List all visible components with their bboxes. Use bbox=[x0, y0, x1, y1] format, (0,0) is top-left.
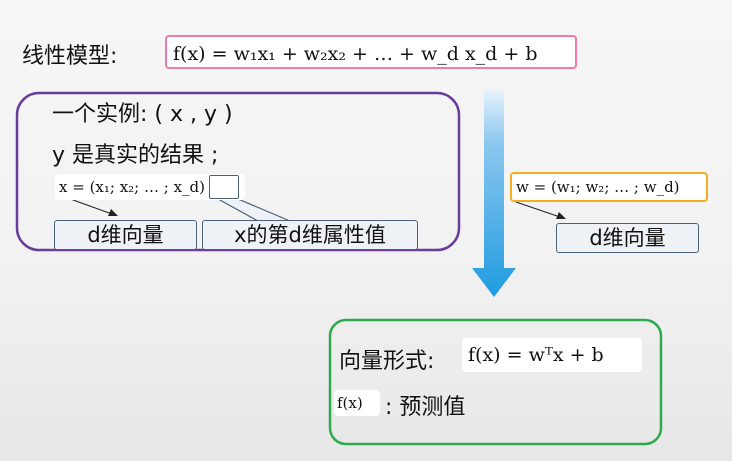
x-attribute-tag: x的第d维属性值 bbox=[202, 220, 418, 250]
linear-model-label: 线性模型: bbox=[22, 44, 118, 69]
xd-highlight bbox=[209, 175, 239, 199]
x-vector-formula: x = (x₁; x₂; … ; x_d) bbox=[55, 174, 245, 200]
x-dimension-tag: d维向量 bbox=[54, 220, 197, 250]
vector-form-label: 向量形式: bbox=[339, 349, 435, 374]
pointer-arrow-w bbox=[515, 201, 561, 218]
vector-form-formula: f(x) = wᵀx + b bbox=[462, 338, 642, 372]
example-box-border bbox=[15, 91, 461, 252]
instance-line: 一个实例: ( x , y ) bbox=[52, 102, 233, 127]
prediction-symbol: f(x) bbox=[334, 390, 380, 416]
down-arrow-icon bbox=[472, 90, 516, 297]
pointer-arrowhead-x bbox=[108, 209, 118, 216]
w-dimension-tag: d维向量 bbox=[556, 223, 699, 253]
vector-box-border bbox=[328, 318, 663, 446]
prediction-label: : 预测值 bbox=[385, 395, 466, 420]
y-description: y 是真实的结果 ; bbox=[52, 143, 219, 168]
callout-pointer bbox=[217, 198, 291, 222]
pointer-arrowhead-w bbox=[556, 212, 566, 219]
w-vector-formula: w = (w₁; w₂; … ; w_d) bbox=[510, 172, 708, 202]
linear-model-formula: f(x) = w₁x₁ + w₂x₂ + … + w_d x_d + b bbox=[165, 35, 577, 69]
